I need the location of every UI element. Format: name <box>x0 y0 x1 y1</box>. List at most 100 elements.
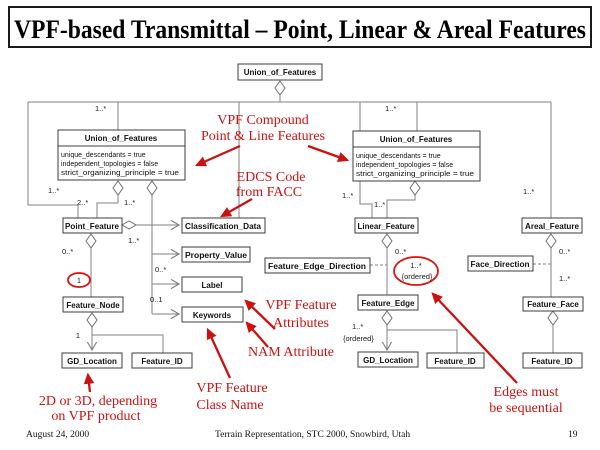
class-box-face-direction: Face_Direction <box>467 255 534 272</box>
class-box-gd-location-left: GD_Location <box>61 352 123 369</box>
multiplicity-label: 0..* <box>559 247 570 256</box>
class-box-feature-id-mid: Feature_ID <box>426 352 485 369</box>
annotation-arrows <box>83 144 518 393</box>
class-box-feature-node: Feature_Node <box>62 296 124 313</box>
class-box-areal-feature: Areal_Feature <box>521 217 583 234</box>
class-name: GD_Location <box>67 357 117 366</box>
multiplicity-label: 1..* <box>523 187 534 196</box>
annotation-compound-line2: Point & Line Features <box>201 129 325 144</box>
multiplicity-label: 1..* <box>342 191 353 200</box>
annotation-2d3d-line1: 2D or 3D, depending <box>39 394 157 409</box>
class-box-frame <box>181 276 243 293</box>
red-arrow-icon <box>244 299 276 330</box>
multiplicity-label: 1 <box>77 276 81 285</box>
connector <box>27 102 79 218</box>
class-box-feature-id-left: Feature_ID <box>131 352 193 369</box>
aggregation-diamond-icon <box>545 233 557 249</box>
highlight-ellipse-icon <box>67 272 91 288</box>
class-attribute: strict_organizing_principle = true <box>356 171 474 178</box>
class-attribute: unique_descendants = true <box>61 152 146 159</box>
red-arrow-icon <box>431 292 518 384</box>
page-title: VPF-based Transmittal – Point, Linear & … <box>14 15 586 44</box>
class-name: Feature_ID <box>434 357 476 366</box>
annotation-vpf-attributes-line1: VPF Feature <box>265 298 336 313</box>
aggregation-diamond-icon <box>409 180 421 196</box>
class-box-frame <box>131 352 193 369</box>
class-name: Feature_ID <box>141 357 183 366</box>
class-box-frame <box>237 63 323 81</box>
annotation-edcs-line2: from FACC <box>236 185 302 200</box>
class-name: Union_of_Features <box>380 135 453 144</box>
red-arrow-icon <box>307 144 350 162</box>
aggregation-diamond-icon <box>381 233 393 249</box>
class-box-frame <box>357 351 419 368</box>
annotation-edges-line2: be sequential <box>489 401 563 416</box>
multiplicity-label: 1..* <box>410 261 421 270</box>
class-name: Point_Feature <box>65 222 120 231</box>
class-name: Areal_Feature <box>525 222 580 231</box>
class-box-frame <box>522 296 584 312</box>
aggregation-diamond-icon <box>146 180 158 196</box>
class-box-frame <box>181 246 251 263</box>
class-box-frame <box>264 257 371 274</box>
class-box-property-value: Property_Value <box>181 246 251 263</box>
class-box-frame <box>181 217 266 234</box>
class-box-frame <box>354 217 419 234</box>
class-box-feature-edge-direction: Feature_Edge_Direction <box>264 257 371 274</box>
connector <box>92 334 164 353</box>
multiplicity-label: 1 <box>76 331 80 340</box>
aggregation-diamond-icon <box>86 312 98 328</box>
multiplicity-label: 1..* <box>95 104 106 113</box>
multiplicity-label: 1..* <box>374 200 385 209</box>
red-arrow-icon <box>219 197 253 218</box>
aggregation-diamond-icon <box>381 310 393 326</box>
class-name: Linear_Feature <box>358 222 416 231</box>
highlight-ellipse-icon <box>393 256 439 286</box>
multiplicity-labels: 1..* 1..* 2..* 1..* 0..* 1 1 1..* 0..* 0… <box>48 104 570 343</box>
red-arrow-icon <box>206 327 232 379</box>
multiplicity-label: 1..* <box>48 186 59 195</box>
class-box-linear-feature: Linear_Feature <box>354 217 419 234</box>
annotation-compound-line1: VPF Compound <box>217 113 308 128</box>
multiplicity-label: 1..* <box>124 198 135 207</box>
class-box-frame <box>57 129 186 181</box>
class-attribute: unique_descendants = true <box>356 153 441 160</box>
annotation-nam-attribute: NAM Attribute <box>248 345 334 360</box>
class-name: Union_of_Features <box>244 68 317 77</box>
aggregation-diamond-icon <box>112 180 124 196</box>
class-box-union-top: Union_of_Features <box>237 63 323 81</box>
multiplicity-label: 0..* <box>395 247 406 256</box>
aggregation-diamond-icon <box>547 310 559 326</box>
class-name: Feature_ID <box>531 357 573 366</box>
multiplicity-label: {ordered} <box>343 334 374 343</box>
class-name: Classification_Data <box>185 222 262 231</box>
annotation-class-name-line1: VPF Feature <box>196 381 267 396</box>
multiplicity-label: 1..* <box>128 236 139 245</box>
class-box-frame <box>352 130 481 182</box>
connector <box>96 195 119 218</box>
class-name: Property_Value <box>185 251 248 260</box>
aggregation-diamond-icon <box>85 233 97 249</box>
annotation-vpf-attributes-line2: Attributes <box>273 316 329 331</box>
class-box-label: Label <box>181 276 243 293</box>
class-box-feature-face: Feature_Face <box>522 296 584 312</box>
multiplicity-label: 1..* <box>385 104 396 113</box>
highlight-ellipses <box>67 256 439 288</box>
title-border <box>8 6 592 48</box>
multiplicity-label: 1..* <box>352 322 363 331</box>
red-arrow-icon <box>245 321 269 348</box>
class-box-union-right: Union_of_Features unique_descendants = t… <box>352 130 481 182</box>
slide-title: VPF-based Transmittal – Point, Linear & … <box>8 6 592 48</box>
multiplicity-label: 0..* <box>155 265 166 274</box>
class-name: Feature_Face <box>527 300 579 309</box>
connector-lines <box>27 95 554 353</box>
footer-date: August 24, 2000 <box>26 430 89 440</box>
annotation-edcs-line1: EDCS Code <box>237 170 306 185</box>
class-box-frame <box>62 296 124 313</box>
class-box-frame <box>426 352 485 369</box>
class-box-frame <box>522 352 583 369</box>
annotation-edges-line1: Edges must <box>494 385 559 400</box>
class-name: Union_of_Features <box>85 134 158 143</box>
class-name: Feature_Edge <box>362 299 415 308</box>
class-attribute: strict_organizing_principle = true <box>61 170 179 177</box>
